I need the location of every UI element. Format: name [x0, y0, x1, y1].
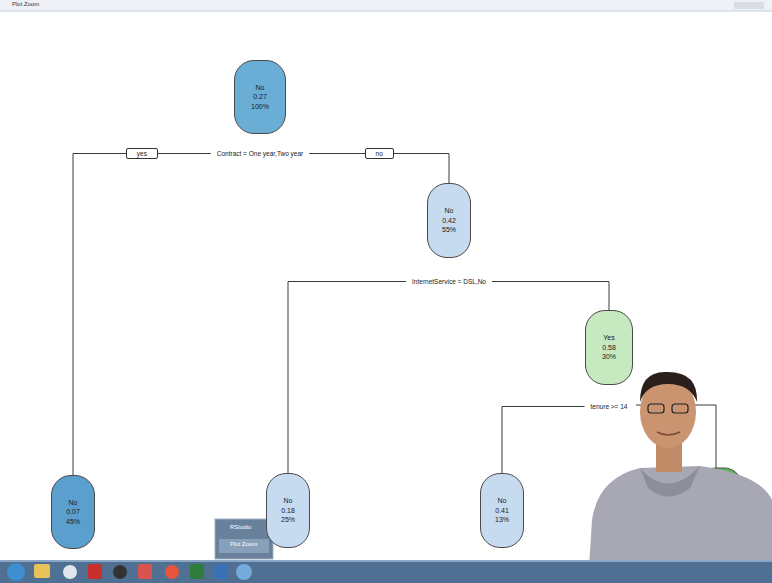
- split-rule: InternetService = DSL,No: [410, 278, 488, 285]
- node-shape: No 0.41 13%: [480, 473, 524, 548]
- tree-node: No 0.41 13%: [480, 473, 524, 548]
- branch-label: yes: [126, 148, 158, 159]
- tree-branch: [73, 154, 211, 476]
- window-controls: [734, 2, 764, 9]
- popup-item: RStudio: [230, 524, 251, 530]
- node-stats: No 0.27 100%: [251, 83, 269, 111]
- window-title: Plot Zoom: [12, 1, 39, 7]
- taskbar-edge: [0, 560, 772, 562]
- node-stats: No 0.42 55%: [442, 206, 456, 234]
- tree-branch: [288, 282, 406, 474]
- node-shape: No 0.27 100%: [234, 60, 286, 134]
- node-stats: No 0.18 25%: [281, 496, 295, 524]
- title-bar-edge: [0, 11, 772, 12]
- taskbar-icons: [7, 563, 252, 581]
- node-stats: Yes 0.58 30%: [602, 333, 616, 361]
- taskbar-popup: [215, 519, 273, 559]
- node-stats: No 0.41 13%: [495, 496, 509, 524]
- tree-node: No 0.27 100%Contract = One year,Two year: [234, 60, 286, 134]
- popup-item: Plot Zoom: [230, 541, 257, 547]
- node-stats: No 0.07 45%: [66, 498, 80, 526]
- split-rule: Contract = One year,Two year: [215, 150, 306, 157]
- tree-node: No 0.07 45%: [51, 475, 95, 549]
- split-rule: tenure >= 14: [589, 403, 630, 410]
- node-shape: No 0.42 55%: [427, 183, 471, 258]
- tree-node: No 0.18 25%: [266, 473, 310, 548]
- node-shape: No 0.18 25%: [266, 473, 310, 548]
- tree-branch: [502, 407, 585, 474]
- presenter: [588, 372, 772, 583]
- title-bar: [0, 0, 772, 11]
- branch-label: no: [365, 148, 394, 159]
- taskbar: [0, 560, 772, 583]
- tree-node: No 0.42 55%InternetService = DSL,No: [427, 183, 471, 258]
- tree-node: Yes 0.58 30%tenure >= 14: [585, 310, 633, 385]
- popup-highlight: [219, 539, 269, 553]
- tree-branch: [492, 282, 609, 311]
- node-shape: Yes 0.58 30%: [585, 310, 633, 385]
- node-shape: No 0.07 45%: [51, 475, 95, 549]
